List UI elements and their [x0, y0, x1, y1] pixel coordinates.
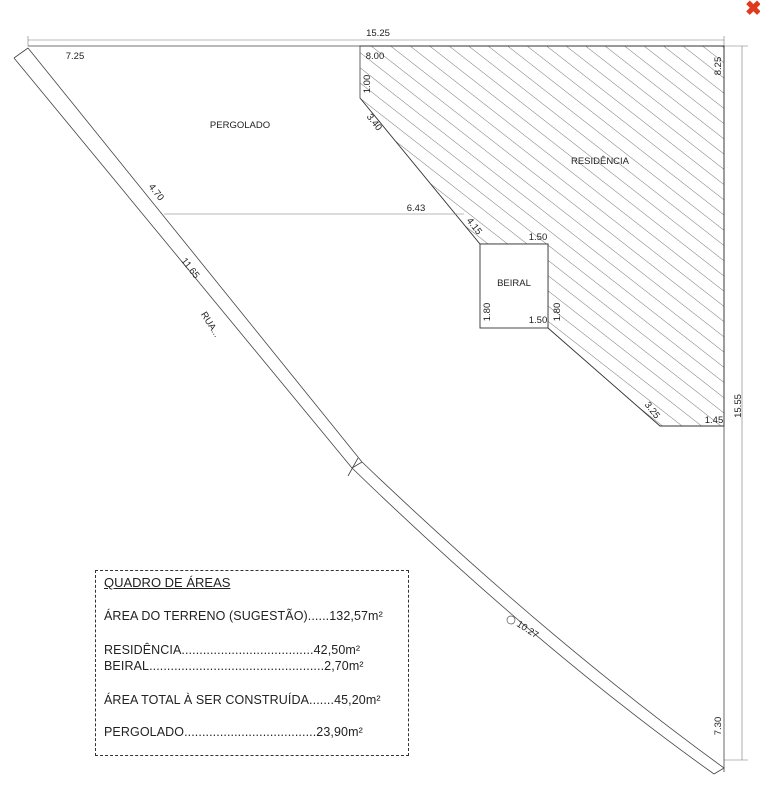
label-beiral: BEIRAL — [497, 278, 531, 289]
dim-beiral-bottom: 1.50 — [529, 315, 548, 326]
dim-top-res: 8.00 — [366, 51, 385, 62]
dim-res-bottom: 1.45 — [705, 415, 724, 426]
label-residencia: RESIDÊNCIA — [571, 156, 630, 167]
label-rua: RUA... — [198, 310, 222, 340]
dim-arc: 10.27 — [514, 619, 540, 641]
dim-notch-v: 1.00 — [362, 75, 373, 94]
dim-beiral-left: 1.80 — [482, 303, 493, 322]
row-total: ÁREA TOTAL À SER CONSTRUÍDA.......45,20m… — [104, 693, 381, 707]
close-icon[interactable]: ✖ — [745, 0, 760, 20]
dim-beiral-right: 1.80 — [552, 303, 563, 322]
dim-beiral-top: 1.50 — [529, 232, 548, 243]
top-dimension-line — [27, 36, 725, 46]
dim-pergola-bottom: 6.43 — [407, 203, 426, 214]
arc-marker — [506, 615, 516, 625]
dim-right-top: 8.25 — [713, 57, 724, 76]
dim-right-total: 15.55 — [733, 394, 744, 418]
areas-table-title: QUADRO DE ÁREAS — [104, 575, 231, 590]
label-pergolado: PERGOLADO — [210, 120, 270, 131]
beiral-area — [479, 243, 549, 329]
street-band — [13, 47, 725, 775]
right-dimension-line — [724, 45, 748, 761]
dim-top-left: 7.25 — [66, 51, 85, 62]
row-residencia: RESIDÊNCIA..............................… — [104, 643, 361, 657]
row-beiral: BEIRAL..................................… — [104, 659, 364, 673]
dim-right-bottom: 7.30 — [713, 717, 724, 736]
areas-table: QUADRO DE ÁREAS ÁREA DO TERRENO (SUGESTÃ… — [95, 570, 409, 756]
dim-top-total: 15.25 — [366, 28, 390, 39]
dim-street-mid: 11.65 — [179, 256, 202, 281]
row-pergolado: PERGOLADO...............................… — [104, 725, 363, 739]
row-terreno: ÁREA DO TERRENO (SUGESTÃO)......132,57m² — [104, 609, 383, 623]
dim-street-upper: 4.70 — [146, 182, 166, 203]
